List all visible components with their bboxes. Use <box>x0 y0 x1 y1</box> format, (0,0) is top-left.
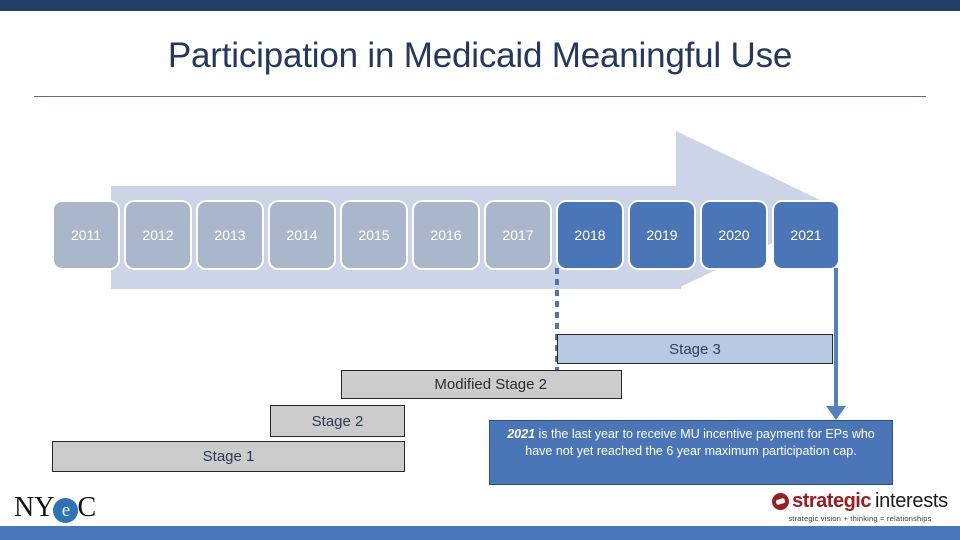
arrow-connector-2021 <box>834 268 838 410</box>
top-accent-band <box>0 0 960 11</box>
year-box-2017[interactable]: 2017 <box>484 200 552 270</box>
year-box-2013[interactable]: 2013 <box>196 200 264 270</box>
year-box-2020[interactable]: 2020 <box>700 200 768 270</box>
strategic-interests-word-2: interests <box>874 490 948 512</box>
year-box-2011[interactable]: 2011 <box>52 200 120 270</box>
callout-note: 2021 is the last year to receive MU ince… <box>489 420 893 485</box>
bottom-accent-band <box>0 526 960 540</box>
year-box-2012[interactable]: 2012 <box>124 200 192 270</box>
strategic-interests-tagline: strategic vision + thinking = relationsh… <box>788 514 932 523</box>
nyec-logo-right: C <box>77 492 97 523</box>
year-box-2016[interactable]: 2016 <box>412 200 480 270</box>
title-divider <box>34 96 926 97</box>
arrow-connector-2021-head-icon <box>826 406 846 420</box>
year-box-2021[interactable]: 2021 <box>772 200 840 270</box>
year-box-2015[interactable]: 2015 <box>340 200 408 270</box>
page-title: Participation in Medicaid Meaningful Use <box>167 36 793 75</box>
callout-text: is the last year to receive MU incentive… <box>525 427 875 458</box>
timeline-year-list: 2011 2012 2013 2014 2015 2016 2017 2018 … <box>0 200 960 270</box>
strategic-interests-mark-icon <box>772 493 790 510</box>
callout-highlight-year: 2021 <box>507 427 536 441</box>
nyec-logo-circle-e: e <box>53 497 79 523</box>
stage-bar-stage-2[interactable]: Stage 2 <box>270 405 405 437</box>
year-box-2018[interactable]: 2018 <box>556 200 624 270</box>
strategic-interests-word-1: strategic <box>792 490 871 512</box>
dashed-connector-2018 <box>555 268 559 396</box>
strategic-interests-wordmark: strategic interests <box>770 490 950 513</box>
stage-bar-stage-3[interactable]: Stage 3 <box>557 334 833 364</box>
strategic-interests-logo: strategic interests strategic vision + t… <box>770 490 950 523</box>
nyec-logo-left: NY <box>14 492 55 523</box>
stage-bar-modified-stage-2[interactable]: Modified Stage 2 <box>341 370 622 399</box>
stage-bar-stage-1[interactable]: Stage 1 <box>52 441 405 472</box>
year-box-2019[interactable]: 2019 <box>628 200 696 270</box>
year-box-2014[interactable]: 2014 <box>268 200 336 270</box>
